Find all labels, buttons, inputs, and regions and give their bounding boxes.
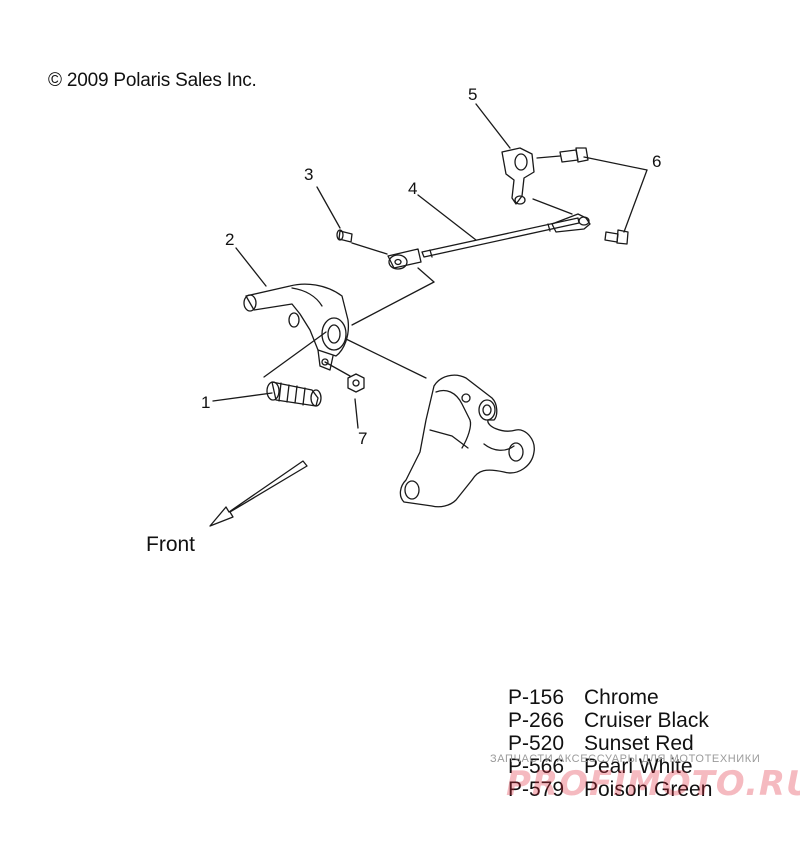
shift-arm (501, 147, 535, 205)
front-direction-label: Front (146, 533, 196, 556)
shift-lever (243, 283, 350, 371)
shift-rod (387, 213, 591, 270)
color-name: Cruiser Black (584, 709, 709, 732)
color-name: Pearl White (584, 755, 693, 778)
callout-4: 4 (408, 179, 418, 198)
callout-6: 6 (652, 152, 662, 171)
callout-5: 5 (468, 85, 478, 104)
color-option: P-566 Pearl White (508, 755, 712, 778)
color-option: P-266 Cruiser Black (508, 709, 712, 732)
lock-nut (347, 373, 365, 393)
copyright-notice: © 2009 Polaris Sales Inc. (48, 70, 257, 91)
footrest-bracket (399, 374, 535, 508)
callout-1: 1 (201, 393, 211, 412)
front-arrow (209, 460, 308, 527)
color-code: P-579 (508, 778, 565, 801)
callout-2: 2 (225, 230, 235, 249)
leader-lines (212, 103, 648, 429)
color-code: P-156 (508, 686, 565, 709)
color-code: P-266 (508, 709, 565, 732)
pivot-bolt (336, 229, 353, 243)
color-code: P-566 (508, 755, 565, 778)
color-option: P-579 Poison Green (508, 778, 712, 801)
color-code: P-520 (508, 732, 565, 755)
color-options-list: P-156 Chrome P-266 Cruiser Black P-520 Suns… (508, 686, 712, 801)
bolts (559, 147, 629, 245)
color-option: P-156 Chrome (508, 686, 712, 709)
color-option: P-520 Sunset Red (508, 732, 712, 755)
callout-3: 3 (304, 165, 314, 184)
color-name: Poison Green (584, 778, 713, 801)
color-name: Chrome (584, 686, 659, 709)
foot-peg-rubber (266, 381, 322, 407)
color-name: Sunset Red (584, 732, 694, 755)
callout-7: 7 (358, 429, 368, 448)
